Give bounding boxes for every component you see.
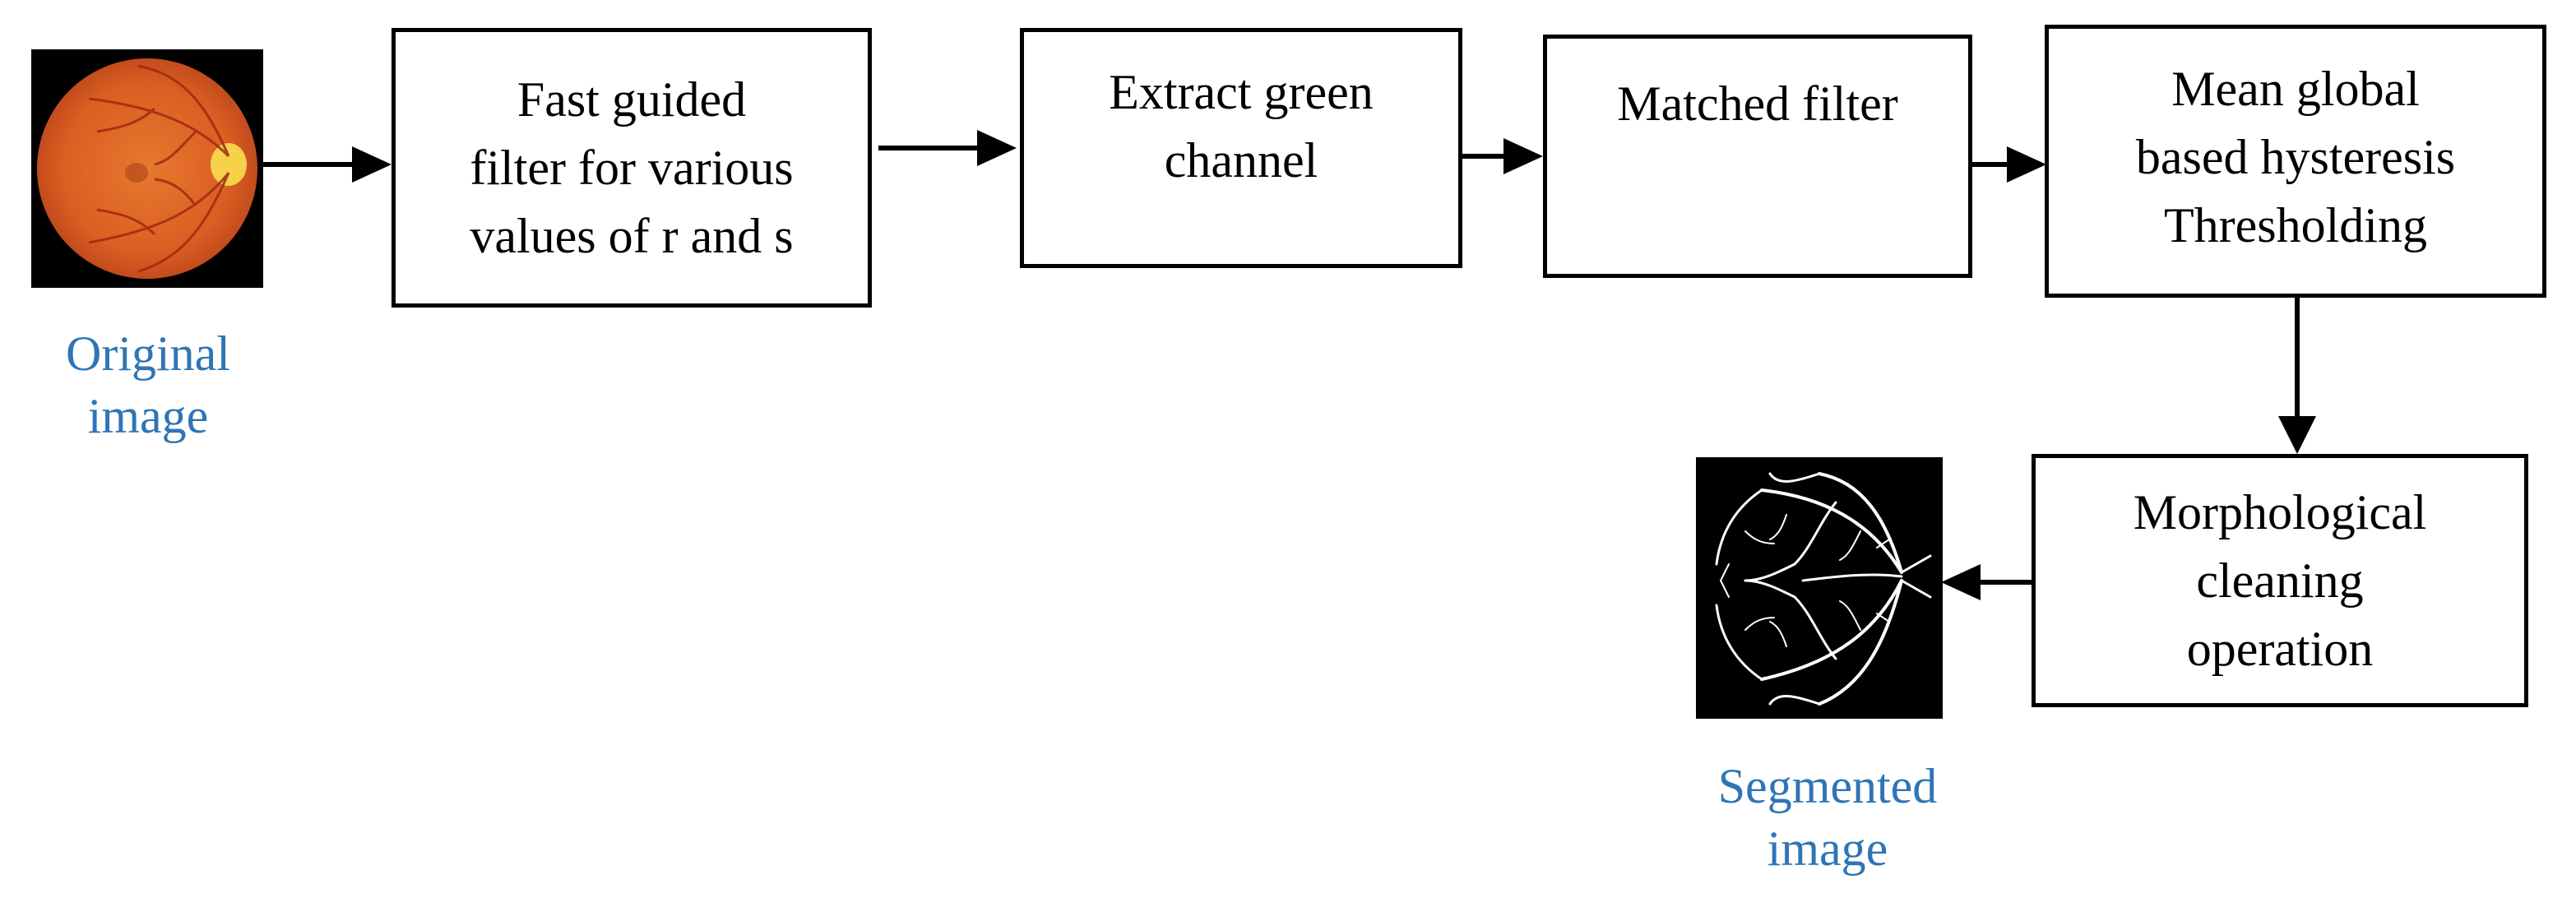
caption-line: image xyxy=(87,389,209,443)
box-text-line: Matched filter xyxy=(1617,76,1898,131)
box-text-line: Mean global xyxy=(2171,62,2420,116)
arrow-morphological-to-segmented xyxy=(1941,564,2033,600)
box-text: Extract green channel xyxy=(1109,58,1373,195)
box-text-line: Fast guided xyxy=(517,72,747,127)
matched-filter-box: Matched filter xyxy=(1543,35,1972,278)
box-text-line: Morphological xyxy=(2133,484,2427,539)
segmented-vessel-image xyxy=(1696,457,1943,719)
box-text-line: values of r and s xyxy=(470,208,794,263)
box-text-line: cleaning xyxy=(2196,553,2364,608)
caption-line: image xyxy=(1767,822,1888,876)
optic-disc xyxy=(211,143,247,186)
box-text-line: filter for various xyxy=(470,140,794,195)
box-text-line: based hysteresis xyxy=(2135,130,2456,184)
box-text: Fast guided filter for various values of… xyxy=(470,66,793,271)
segmented-image-caption: Segmented image xyxy=(1688,755,1967,880)
arrow-original-to-guided-filter xyxy=(262,146,391,183)
box-text: Mean global based hysteresis Thresholdin… xyxy=(2136,55,2455,260)
box-text-line: channel xyxy=(1164,133,1318,187)
arrow-green-to-matched xyxy=(1462,138,1543,174)
box-text: Matched filter xyxy=(1617,70,1898,138)
arrow-hysteresis-to-morphological xyxy=(2278,298,2316,454)
caption-line: Original xyxy=(66,326,230,381)
box-text: Morphological cleaning operation xyxy=(2134,479,2427,683)
box-text-line: Thresholding xyxy=(2164,198,2427,252)
box-text-line: Extract green xyxy=(1109,65,1374,119)
hysteresis-thresholding-box: Mean global based hysteresis Thresholdin… xyxy=(2045,25,2546,298)
original-image-caption: Original image xyxy=(16,322,280,447)
caption-line: Segmented xyxy=(1717,759,1938,813)
extract-green-channel-box: Extract green channel xyxy=(1020,28,1462,268)
arrow-guided-filter-to-green xyxy=(878,130,1017,166)
original-retina-image xyxy=(31,49,263,288)
arrow-matched-to-hysteresis xyxy=(1972,146,2046,183)
box-text-line: operation xyxy=(2186,621,2374,676)
fast-guided-filter-box: Fast guided filter for various values of… xyxy=(391,28,872,308)
morphological-cleaning-box: Morphological cleaning operation xyxy=(2032,454,2528,707)
